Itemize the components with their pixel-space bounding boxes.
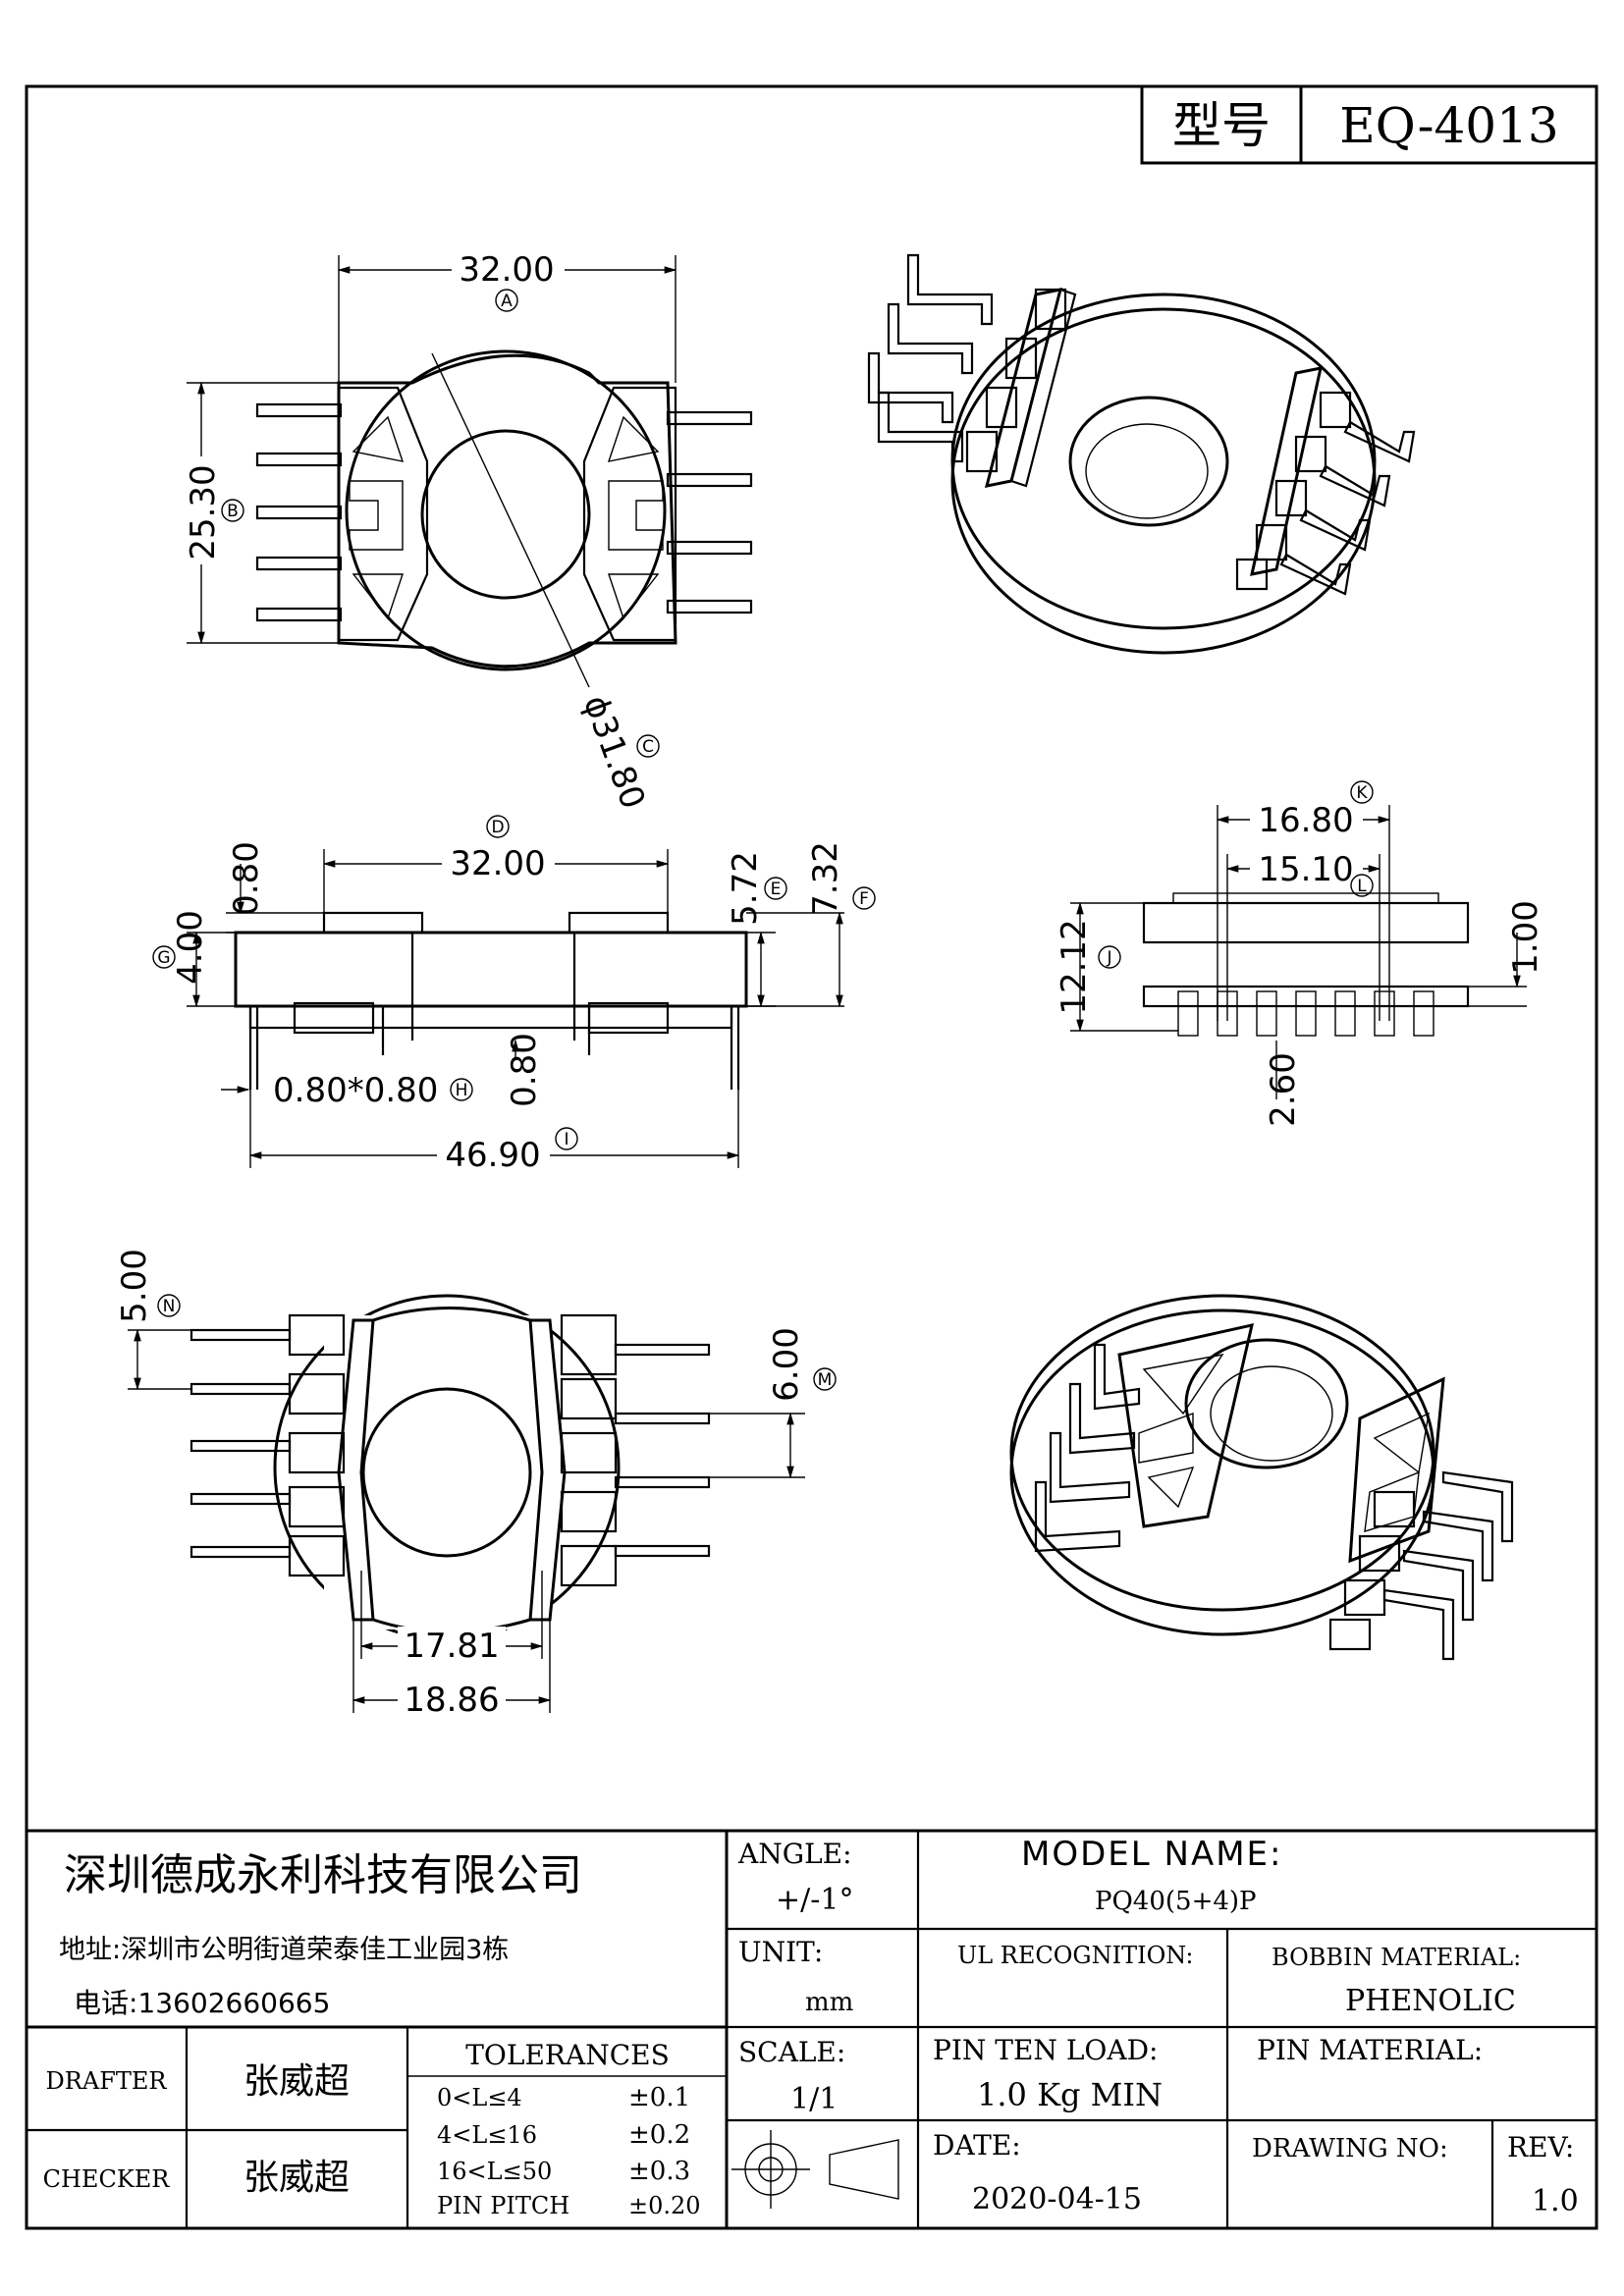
unit-label: UNIT: [738,1936,823,1968]
tag-f: F [859,889,869,909]
tolerances-label: TOLERANCES [465,2039,670,2071]
side-view: 16.80 K 15.10 L 12.12 J 1.00 2.60 [1055,780,1545,1127]
drawing-no-label: DRAWING NO: [1252,2134,1448,2163]
dim-right: 1.00 [1506,900,1545,975]
top-view: 32.00 A 25.30 B ϕ31.80 C [184,250,753,814]
dim-j: 12.12 [1055,919,1094,1014]
dim-n: 5.00 [115,1249,154,1323]
dim-c: ϕ31.80 [575,690,653,814]
tag-a: A [501,292,513,311]
dim-top-left: 0.80 [227,841,266,916]
tol-range-1: 4<L≤16 [437,2121,537,2149]
angle-label: ANGLE: [737,1838,852,1870]
dim-g: 4.00 [171,910,210,985]
dim-h: 0.80*0.80 [273,1071,438,1110]
dim-f: 7.32 [806,841,845,916]
tol-value-2: ±0.3 [628,2157,690,2186]
tol-value-1: ±0.2 [628,2120,690,2150]
bobbin-label: BOBBIN MATERIAL: [1272,1944,1521,1971]
dim-pin: 2.60 [1264,1052,1303,1127]
dim-d: 32.00 [450,844,545,883]
pin-ten-value: 1.0 Kg MIN [977,2076,1163,2113]
tag-m: M [818,1370,833,1390]
dim-k: 16.80 [1258,801,1353,840]
rev-label: REV: [1507,2131,1574,2163]
dim-m: 6.00 [767,1327,806,1402]
checker-label: CHECKER [43,2165,171,2193]
dim-e: 5.72 [726,851,765,926]
pin-material-label: PIN MATERIAL: [1257,2034,1483,2066]
front-view: 32.00 D 0.80 5.72 E 7.32 F 4.00 G 0.80*0… [152,815,876,1175]
title-block: 深圳德成永利科技有限公司 地址:深圳市公明街道荣泰佳工业园3栋 电话:13602… [25,1829,1598,2230]
tag-c: C [642,737,654,757]
iso-view-top [867,253,1416,655]
model-name-label: MODEL NAME: [1021,1835,1282,1874]
scale-value: 1/1 [790,2082,838,2116]
tol-range-3: PIN PITCH [437,2192,569,2219]
drafter-value: 张威超 [244,2061,350,2102]
tag-d: D [491,818,504,837]
bottom-view: 5.00 N 6.00 M 17.81 18.86 [115,1249,837,1720]
address: 地址:深圳市公明街道荣泰佳工业园3栋 [59,1935,509,1965]
unit-value: mm [805,1988,853,2017]
company-name: 深圳德成永利科技有限公司 [64,1850,582,1900]
tag-n: N [163,1297,176,1316]
drafter-label: DRAFTER [46,2067,168,2095]
tol-value-0: ±0.1 [628,2083,690,2112]
checker-value: 张威超 [244,2158,350,2198]
dim-b: 25.30 [184,464,223,560]
dim-mid: 0.80 [505,1033,544,1107]
tag-i: I [564,1130,568,1149]
date-label: DATE: [933,2129,1021,2162]
tol-range-2: 16<L≤50 [437,2158,552,2185]
tag-l: L [1357,877,1367,896]
rev-value: 1.0 [1532,2184,1579,2218]
scale-label: SCALE: [738,2036,845,2068]
model-box: 型号 EQ-4013 [1140,84,1598,165]
tol-value-3: ±0.20 [628,2192,701,2219]
tag-h: H [456,1081,468,1100]
phone: 电话:13602660665 [74,1987,330,2019]
tag-e: E [771,880,782,899]
pin-ten-label: PIN TEN LOAD: [933,2034,1158,2066]
dim-l: 15.10 [1258,850,1353,889]
dim-w2: 18.86 [404,1681,499,1720]
ul-label: UL RECOGNITION: [957,1942,1193,1969]
model-name-value: PQ40(5+4)P [1095,1887,1257,1916]
angle-value: +/-1° [776,1883,853,1917]
model-value: EQ-4013 [1339,97,1558,154]
model-label: 型号 [1172,97,1271,154]
tag-b: B [227,502,239,521]
tag-k: K [1356,783,1368,803]
dim-w1: 17.81 [404,1627,499,1666]
tag-j: J [1106,948,1111,968]
tag-g: G [157,948,170,968]
projection-symbol-icon [731,2130,899,2209]
date-value: 2020-04-15 [972,2182,1142,2216]
tol-range-0: 0<L≤4 [437,2084,522,2111]
bobbin-value: PHENOLIC [1345,1984,1516,2018]
dim-a: 32.00 [459,250,554,290]
dim-i: 46.90 [445,1136,540,1175]
iso-view-bottom [1009,1294,1514,1661]
